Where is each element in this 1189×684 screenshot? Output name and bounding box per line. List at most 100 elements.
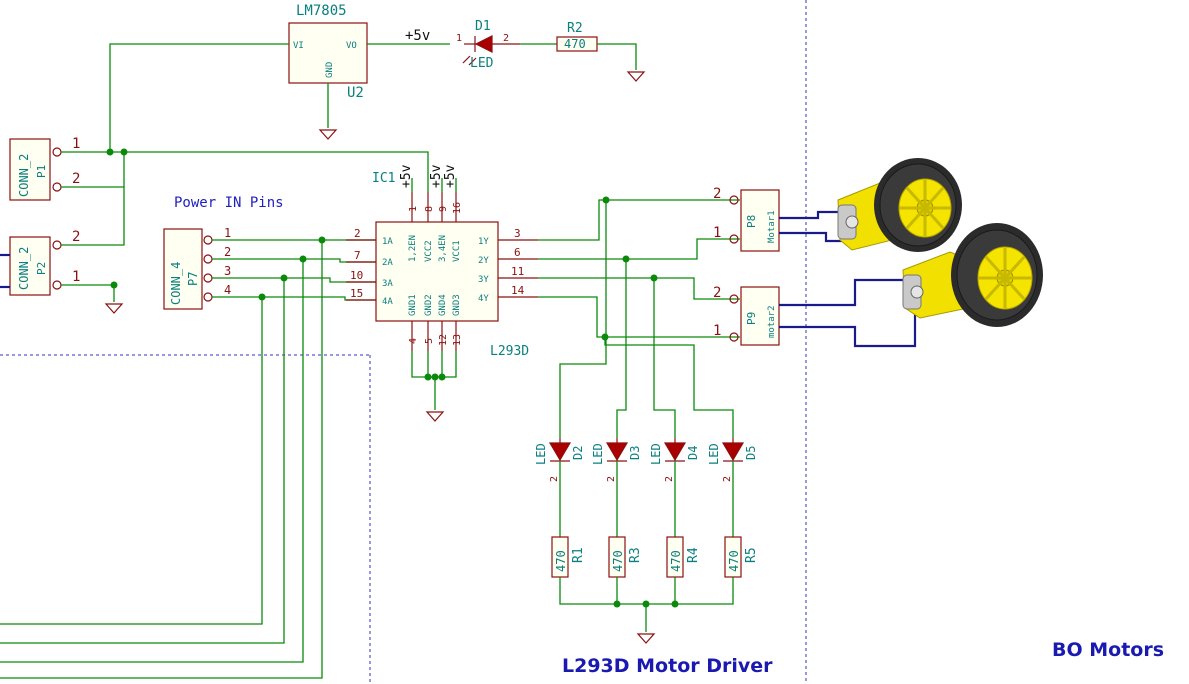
connector-p1[interactable] [9, 138, 62, 201]
junction-dot [110, 281, 118, 289]
motor-2-image [902, 223, 1043, 327]
connector-p1-pin2: 2 [72, 171, 80, 187]
wire-bus-down [0, 259, 304, 663]
led-pin: 2 [549, 476, 560, 482]
ic-pin-name: VCC1 [452, 240, 462, 262]
resistor-value: 470 [727, 550, 741, 572]
ic-pin-name: 2Y [478, 256, 489, 266]
connector-p9-pin-bottom: 1 [713, 323, 721, 339]
wire-led-d4 [653, 278, 676, 438]
bus-wire-motor2 [779, 305, 917, 348]
ic-pin-name: 1A [382, 237, 393, 247]
wire-p2-gnd [61, 284, 115, 302]
wire-ic-gnd [411, 351, 457, 378]
resistor-value: 470 [611, 550, 625, 572]
led-d2[interactable] [548, 438, 572, 462]
wire-led-d3 [616, 259, 627, 438]
ic-pin-num: 3 [514, 227, 521, 240]
resistor-ref: R1 [571, 547, 586, 563]
power-in-label: Power IN Pins [174, 195, 284, 211]
led-d1[interactable] [462, 35, 520, 66]
ground-symbol [318, 129, 338, 140]
led-d4[interactable] [663, 438, 687, 462]
junction-dot [280, 274, 288, 282]
wire-out3 [538, 277, 740, 300]
connector-p7-ref: P7 [186, 272, 200, 286]
wire-bus-down [0, 240, 323, 679]
led-d1-type: LED [470, 56, 494, 71]
ic-pin-num: 15 [350, 287, 363, 300]
resistor-value: 470 [554, 550, 568, 572]
led-d5[interactable] [721, 438, 745, 462]
ic-pin-num: 1 [408, 206, 419, 212]
connector-p2-type: CONN_2 [17, 247, 31, 290]
junction-dot [424, 373, 432, 381]
connector-p2[interactable] [9, 236, 62, 296]
wire-p1-p2 [61, 186, 125, 246]
connector-p2-ref: P2 [35, 262, 48, 275]
supply-label: +5v [399, 164, 414, 188]
connector-p2-pin1: 2 [72, 229, 80, 245]
connector-p7-pin: 1 [224, 226, 231, 240]
motor-1-image [837, 158, 962, 252]
regulator-u2[interactable]: LM7805 VI VO GND U2 [288, 3, 368, 101]
connector-p7-type: CONN_4 [169, 262, 183, 305]
led-pin: 2 [722, 476, 733, 482]
connector-p1-type: CONN_2 [17, 154, 31, 197]
led-pin: 2 [664, 476, 675, 482]
ic-pin-num: 8 [424, 206, 435, 212]
resistor-r2-value: 470 [564, 37, 586, 51]
ic-pin-num: 2 [354, 227, 361, 240]
ic-pin-num: 5 [424, 338, 435, 344]
ic-pin-name: 4A [382, 297, 393, 307]
wire-vin [109, 43, 289, 152]
led-type: LED [591, 443, 605, 465]
connector-p1-pin1: 1 [72, 136, 80, 152]
junction-dot [299, 255, 307, 263]
resistor-value: 470 [669, 550, 683, 572]
led-ref: D4 [686, 446, 700, 460]
ic-pin-num: 13 [452, 334, 463, 346]
wire-res-gnd [559, 577, 734, 605]
connector-p8[interactable] [729, 189, 780, 252]
resistor-ref: R4 [686, 547, 701, 563]
connector-p9[interactable] [729, 286, 780, 346]
ground-symbol [104, 303, 124, 314]
wire-led-d2 [559, 200, 607, 438]
resistor-r2-ref: R2 [567, 21, 583, 36]
junction-dot [613, 600, 621, 608]
junction-dot [642, 600, 650, 608]
ic-pin-name: GND1 [408, 294, 418, 316]
led-d1-pin2: 2 [503, 33, 509, 44]
ic-pin-name: 3Y [478, 275, 489, 285]
connector-p2-pin2: 1 [72, 269, 80, 285]
ic-l293d[interactable] [346, 192, 538, 351]
ic-name: L293D [490, 344, 529, 359]
ic-pin-num: 7 [354, 249, 361, 262]
bus-wire-motor1 [779, 210, 842, 220]
supply-label: +5v [443, 164, 458, 188]
led-d3[interactable] [605, 438, 629, 462]
ic-pin-name: 3,4EN [438, 235, 448, 262]
regulator-gnd: GND [325, 62, 335, 78]
ic-pin-name: 2A [382, 258, 393, 268]
led-d1-ref: D1 [475, 19, 491, 34]
wire-bus-down [0, 297, 263, 625]
junction-dot [438, 373, 446, 381]
connector-p1-ref: P1 [35, 165, 48, 178]
ic-pin-name: VCC2 [424, 240, 434, 262]
bus-wire-motor2 [779, 278, 907, 307]
ic-pin-name: GND2 [424, 294, 434, 316]
resistor-ref: R3 [628, 547, 643, 563]
bus-wire-motor1 [779, 231, 842, 243]
connector-p7-pin: 2 [224, 245, 231, 259]
junction-dot [671, 600, 679, 608]
junction-dot [106, 148, 114, 156]
ic-pin-num: 10 [350, 269, 363, 282]
regulator-ref: U2 [347, 85, 364, 101]
wire-bus-down [0, 278, 285, 644]
wire-p1-vcc [61, 151, 429, 176]
section-title-driver: L293D Motor Driver [562, 655, 773, 677]
ic-pin-name: GND3 [452, 294, 462, 316]
